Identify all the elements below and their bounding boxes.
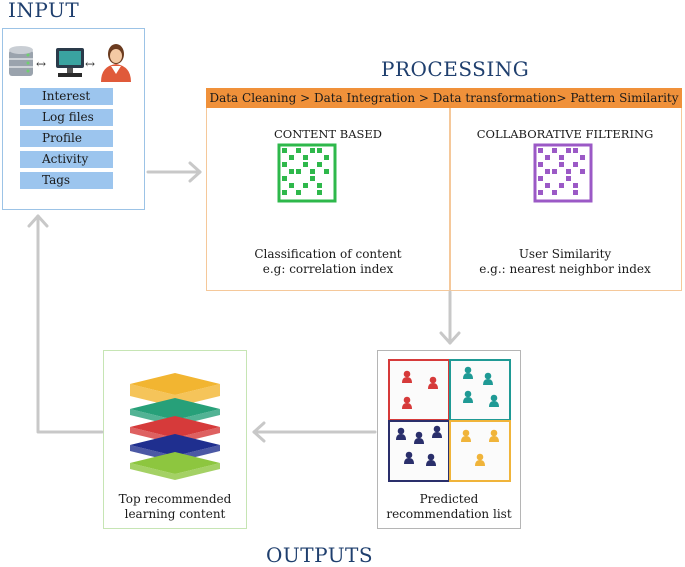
content-caption-line2: e.g: correlation index — [262, 262, 394, 276]
content-caption-bottom: learning content — [124, 507, 226, 521]
input-panel — [2, 28, 145, 210]
content-to-input-arrow — [27, 214, 104, 434]
learning-content-panel — [103, 350, 247, 529]
outputs-heading: OUTPUTS — [266, 543, 374, 567]
content-caption-top: Top recommended — [118, 492, 232, 506]
user-icon — [101, 44, 131, 82]
recommendation-to-content-arrow — [252, 421, 377, 443]
pipeline-steps: Data Cleaning > Data Integration > Data … — [209, 91, 679, 105]
processing-heading: PROCESSING — [381, 57, 530, 81]
exchange-arrow-icon: ↔ — [85, 57, 95, 71]
input-item-interest: Interest — [20, 88, 113, 105]
input-item-log-files: Log files — [20, 109, 113, 126]
input-to-processing-arrow — [146, 161, 202, 183]
computer-icon — [56, 48, 84, 77]
database-icon — [9, 46, 33, 76]
content-matrix-icon — [277, 143, 337, 203]
content-caption-line1: Classification of content — [254, 247, 402, 261]
exchange-arrow-icon: ↔ — [36, 57, 46, 71]
collaborative-filtering-title: COLLABORATIVE FILTERING — [476, 127, 654, 141]
layers-icon — [130, 373, 220, 480]
collab-caption-line2: e.g.: nearest neighbor index — [479, 262, 651, 276]
collaborative-matrix-icon — [533, 143, 593, 203]
processing-to-recommendation-arrow — [439, 290, 461, 345]
processing-divider — [449, 108, 451, 291]
input-item-tags: Tags — [20, 172, 113, 189]
reco-caption-line1: Predicted — [419, 492, 479, 506]
content-based-title: CONTENT BASED — [274, 127, 382, 141]
pipeline-bar — [206, 88, 682, 108]
user-groups-icon — [388, 359, 511, 482]
input-heading: INPUT — [8, 0, 80, 22]
recommendation-panel — [377, 350, 521, 529]
input-item-activity: Activity — [20, 151, 113, 168]
collab-caption-line1: User Similarity — [518, 247, 612, 261]
input-item-profile: Profile — [20, 130, 113, 147]
reco-caption-line2: recommendation list — [386, 507, 512, 521]
